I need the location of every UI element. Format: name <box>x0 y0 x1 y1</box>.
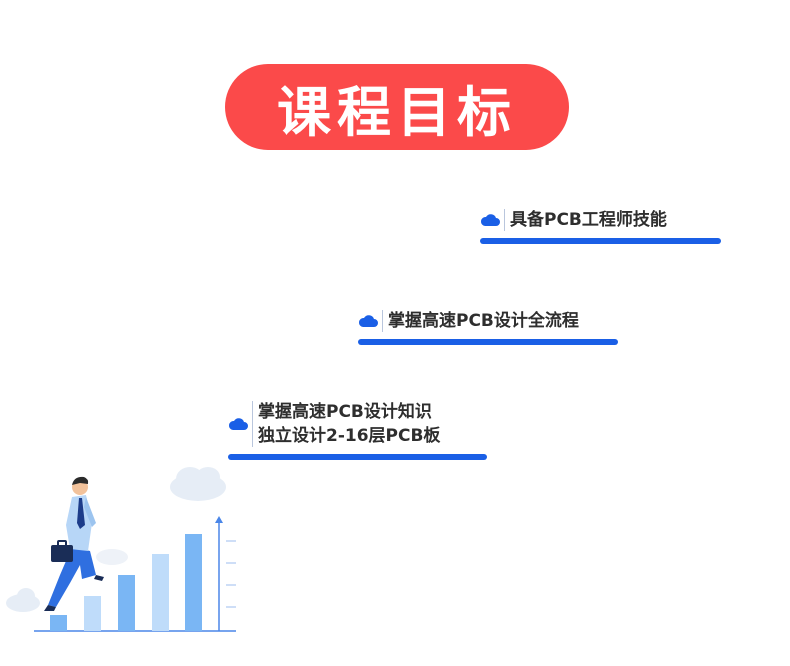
cloud-icon <box>480 214 500 226</box>
cloud-decoration-icon <box>170 467 226 501</box>
goal-underline <box>228 454 487 460</box>
chart-bar <box>50 615 67 631</box>
page-title: 课程目标 <box>277 80 517 144</box>
title-banner: 课程目标 <box>225 64 569 150</box>
chart-bar <box>185 534 202 631</box>
goal-underline <box>480 238 721 244</box>
chart-bar <box>152 554 169 631</box>
cloud-decoration-icon <box>96 549 128 565</box>
divider <box>252 401 253 447</box>
goal-item-3: 掌握高速PCB设计知识 独立设计2-16层PCB板 <box>228 400 487 460</box>
goal-label: 具备PCB工程师技能 <box>510 210 667 230</box>
cloud-decoration-icon <box>6 588 40 612</box>
growth-illustration <box>6 467 236 632</box>
goal-label-line-1: 掌握高速PCB设计知识 <box>258 402 432 422</box>
cloud-icon <box>358 315 378 327</box>
goal-label: 掌握高速PCB设计全流程 <box>388 311 579 331</box>
goal-label-line-2: 独立设计2-16层PCB板 <box>258 426 441 446</box>
goal-item-1: 具备PCB工程师技能 <box>480 209 721 244</box>
goal-underline <box>358 339 618 345</box>
chart-bar <box>118 575 135 631</box>
cloud-icon <box>228 418 248 430</box>
businessman-figure <box>44 476 104 611</box>
divider <box>382 310 383 332</box>
chart-bar <box>84 596 101 631</box>
goal-item-2: 掌握高速PCB设计全流程 <box>358 310 618 345</box>
divider <box>504 209 505 231</box>
